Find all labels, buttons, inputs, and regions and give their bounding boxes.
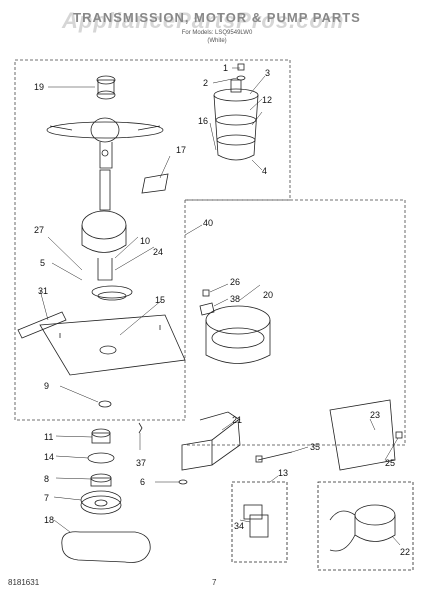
diagram-title: TRANSMISSION, MOTOR & PUMP PARTS bbox=[73, 10, 361, 25]
seal-part-icon bbox=[96, 75, 116, 100]
callout-22: 22 bbox=[400, 547, 410, 557]
cover-icon bbox=[329, 399, 396, 471]
callout-19: 19 bbox=[34, 82, 44, 92]
callout-2: 2 bbox=[203, 78, 208, 88]
callout-3: 3 bbox=[265, 68, 270, 78]
callout-25: 25 bbox=[385, 458, 395, 468]
belt-icon bbox=[61, 531, 151, 563]
callout-24: 24 bbox=[153, 247, 163, 257]
pin-icon bbox=[138, 422, 143, 434]
doc-number: 8181631 bbox=[8, 578, 40, 587]
page-number: 7 bbox=[212, 578, 217, 587]
bolt-icon bbox=[255, 451, 293, 463]
callout-15: 15 bbox=[155, 295, 165, 305]
clip-icon bbox=[141, 173, 169, 194]
clutch-ring-icon bbox=[91, 285, 133, 299]
callout-16: 16 bbox=[198, 116, 208, 126]
callout-9: 9 bbox=[44, 381, 49, 391]
callout-27: 27 bbox=[34, 225, 44, 235]
drive-shaft-icon bbox=[99, 169, 111, 211]
callout-18: 18 bbox=[44, 515, 54, 525]
callout-35: 35 bbox=[310, 442, 320, 452]
callout-1: 1 bbox=[223, 63, 228, 73]
pump-box bbox=[317, 481, 414, 571]
callout-labels: 19 17 27 5 10 24 31 15 9 11 14 8 7 18 37… bbox=[34, 63, 410, 557]
callout-17: 17 bbox=[176, 145, 186, 155]
mounting-plate-icon bbox=[39, 314, 186, 376]
motor-screw-icon bbox=[199, 289, 215, 316]
screw-25-icon bbox=[395, 431, 403, 439]
drive-spider-icon bbox=[46, 117, 164, 169]
callout-10: 10 bbox=[140, 236, 150, 246]
callout-26: 26 bbox=[230, 277, 240, 287]
nut-icon bbox=[178, 479, 188, 485]
callout-7: 7 bbox=[44, 493, 49, 503]
screw-icon bbox=[236, 63, 246, 81]
callout-31: 31 bbox=[38, 286, 48, 296]
pulley-icon bbox=[80, 490, 122, 515]
callout-12: 12 bbox=[262, 95, 272, 105]
callout-13: 13 bbox=[278, 468, 288, 478]
callout-23: 23 bbox=[370, 410, 380, 420]
watermark: AppliancePartsPros.com bbox=[62, 8, 345, 33]
motor-bracket-icon bbox=[181, 411, 241, 471]
transmission-icon bbox=[81, 210, 127, 281]
motor-group-outline bbox=[185, 199, 406, 446]
callout-14: 14 bbox=[44, 452, 54, 462]
models-line: For Models: LSQ9549LW0 bbox=[181, 30, 253, 36]
leader-lines bbox=[39, 67, 401, 546]
callout-34: 34 bbox=[234, 521, 244, 531]
callout-40: 40 bbox=[203, 218, 213, 228]
callout-20: 20 bbox=[263, 290, 273, 300]
hub-stack-icon bbox=[87, 428, 115, 487]
pump-switch-box bbox=[231, 481, 288, 563]
callout-5: 5 bbox=[40, 258, 45, 268]
callout-11: 11 bbox=[44, 432, 53, 442]
callout-37: 37 bbox=[136, 458, 146, 468]
washer-icon bbox=[98, 400, 112, 408]
callout-38: 38 bbox=[230, 294, 240, 304]
color-line: (White) bbox=[207, 38, 227, 44]
switch-icon bbox=[243, 504, 269, 538]
callout-6: 6 bbox=[140, 477, 145, 487]
transmission-group-outline bbox=[14, 59, 291, 421]
motor-icon bbox=[205, 305, 271, 364]
callout-8: 8 bbox=[44, 474, 49, 484]
callout-21: 21 bbox=[232, 415, 242, 425]
callout-4: 4 bbox=[262, 166, 267, 176]
pump-icon bbox=[329, 504, 396, 552]
